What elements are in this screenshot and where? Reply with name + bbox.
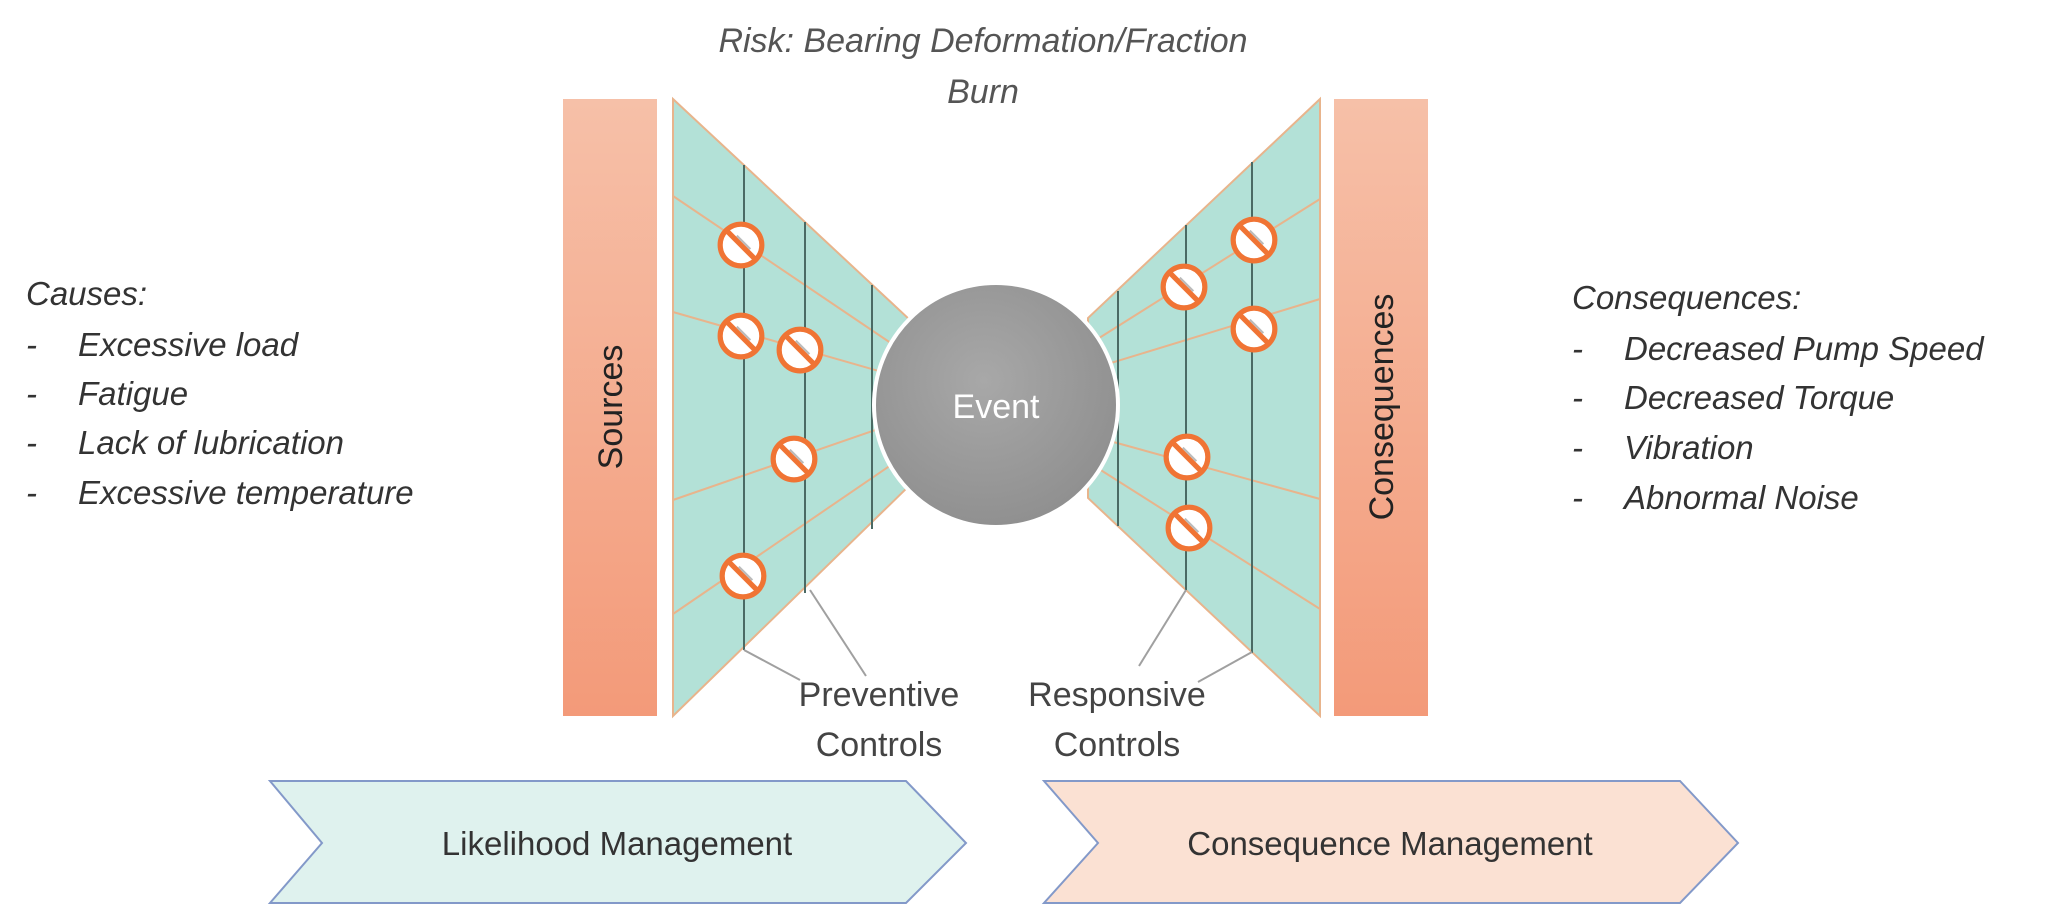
prohibition-icon xyxy=(1166,436,1208,478)
cause-bullet: - xyxy=(26,424,37,461)
control-callouts xyxy=(743,589,1253,683)
likelihood-management-label: Likelihood Management xyxy=(442,825,792,862)
responsive-funnel xyxy=(1087,96,1321,719)
causes-heading: Causes: xyxy=(26,275,147,312)
responsive-controls-label-line2: Controls xyxy=(1054,726,1181,764)
cause-bullet: - xyxy=(26,326,37,363)
risk-title-line2: Burn xyxy=(947,73,1019,111)
responsive-controls-label-line1: Responsive xyxy=(1028,676,1206,714)
preventive-controls-label-line2: Controls xyxy=(816,726,943,764)
prohibition-icon xyxy=(722,555,764,597)
event-label: Event xyxy=(953,388,1040,426)
risk-title-line1: Risk: Bearing Deformation/Fraction xyxy=(718,22,1247,60)
right-funnel-shape xyxy=(1087,96,1321,719)
cause-item: Lack of lubrication xyxy=(78,424,344,461)
consequence-bullet: - xyxy=(1572,429,1583,466)
consequence-line xyxy=(1087,298,1321,371)
consequences-bar xyxy=(1334,99,1428,716)
prohibition-icon xyxy=(779,329,821,371)
consequence-management-arrow xyxy=(1041,780,1740,904)
consequence-item: Abnormal Noise xyxy=(1622,479,1859,516)
consequences-heading: Consequences: xyxy=(1572,279,1801,316)
threat-line xyxy=(672,451,911,615)
causes-list: Causes: - Excessive load - Fatigue - Lac… xyxy=(26,275,414,511)
preventive-callout-line xyxy=(809,589,867,677)
consequence-item: Decreased Pump Speed xyxy=(1624,330,1985,367)
prohibition-icon xyxy=(773,438,815,480)
prohibition-icon xyxy=(720,224,762,266)
consequence-bullet: - xyxy=(1572,479,1583,516)
consequence-management-label: Consequence Management xyxy=(1187,825,1592,862)
cause-bullet: - xyxy=(26,474,37,511)
consequence-line xyxy=(1087,198,1321,346)
prohibition-icon xyxy=(1163,266,1205,308)
consequence-item: Vibration xyxy=(1624,429,1754,466)
event-circle xyxy=(872,281,1120,529)
cause-item: Fatigue xyxy=(78,375,188,412)
sources-bar xyxy=(563,99,657,716)
cause-item: Excessive load xyxy=(78,326,300,363)
consequences-bar-label: Consequences xyxy=(1363,294,1401,521)
threat-line xyxy=(672,195,911,357)
responsive-callout-line xyxy=(1197,651,1253,683)
preventive-controls-label-line1: Preventive xyxy=(799,676,960,714)
cause-item: Excessive temperature xyxy=(78,474,414,511)
prohibition-icon xyxy=(1168,507,1210,549)
consequence-item: Decreased Torque xyxy=(1624,379,1894,416)
cause-bullet: - xyxy=(26,375,37,412)
preventive-funnel xyxy=(672,96,911,719)
consequence-bullet: - xyxy=(1572,330,1583,367)
consequence-bullet: - xyxy=(1572,379,1583,416)
sources-label: Sources xyxy=(592,345,630,470)
preventive-callout-line xyxy=(743,649,801,681)
responsive-callout-line xyxy=(1138,589,1187,667)
prohibition-icon xyxy=(720,315,762,357)
consequences-list: Consequences: - Decreased Pump Speed - D… xyxy=(1572,279,1985,516)
prohibition-icon xyxy=(1233,308,1275,350)
prohibition-icon xyxy=(1233,219,1275,261)
likelihood-management-arrow xyxy=(267,780,968,904)
